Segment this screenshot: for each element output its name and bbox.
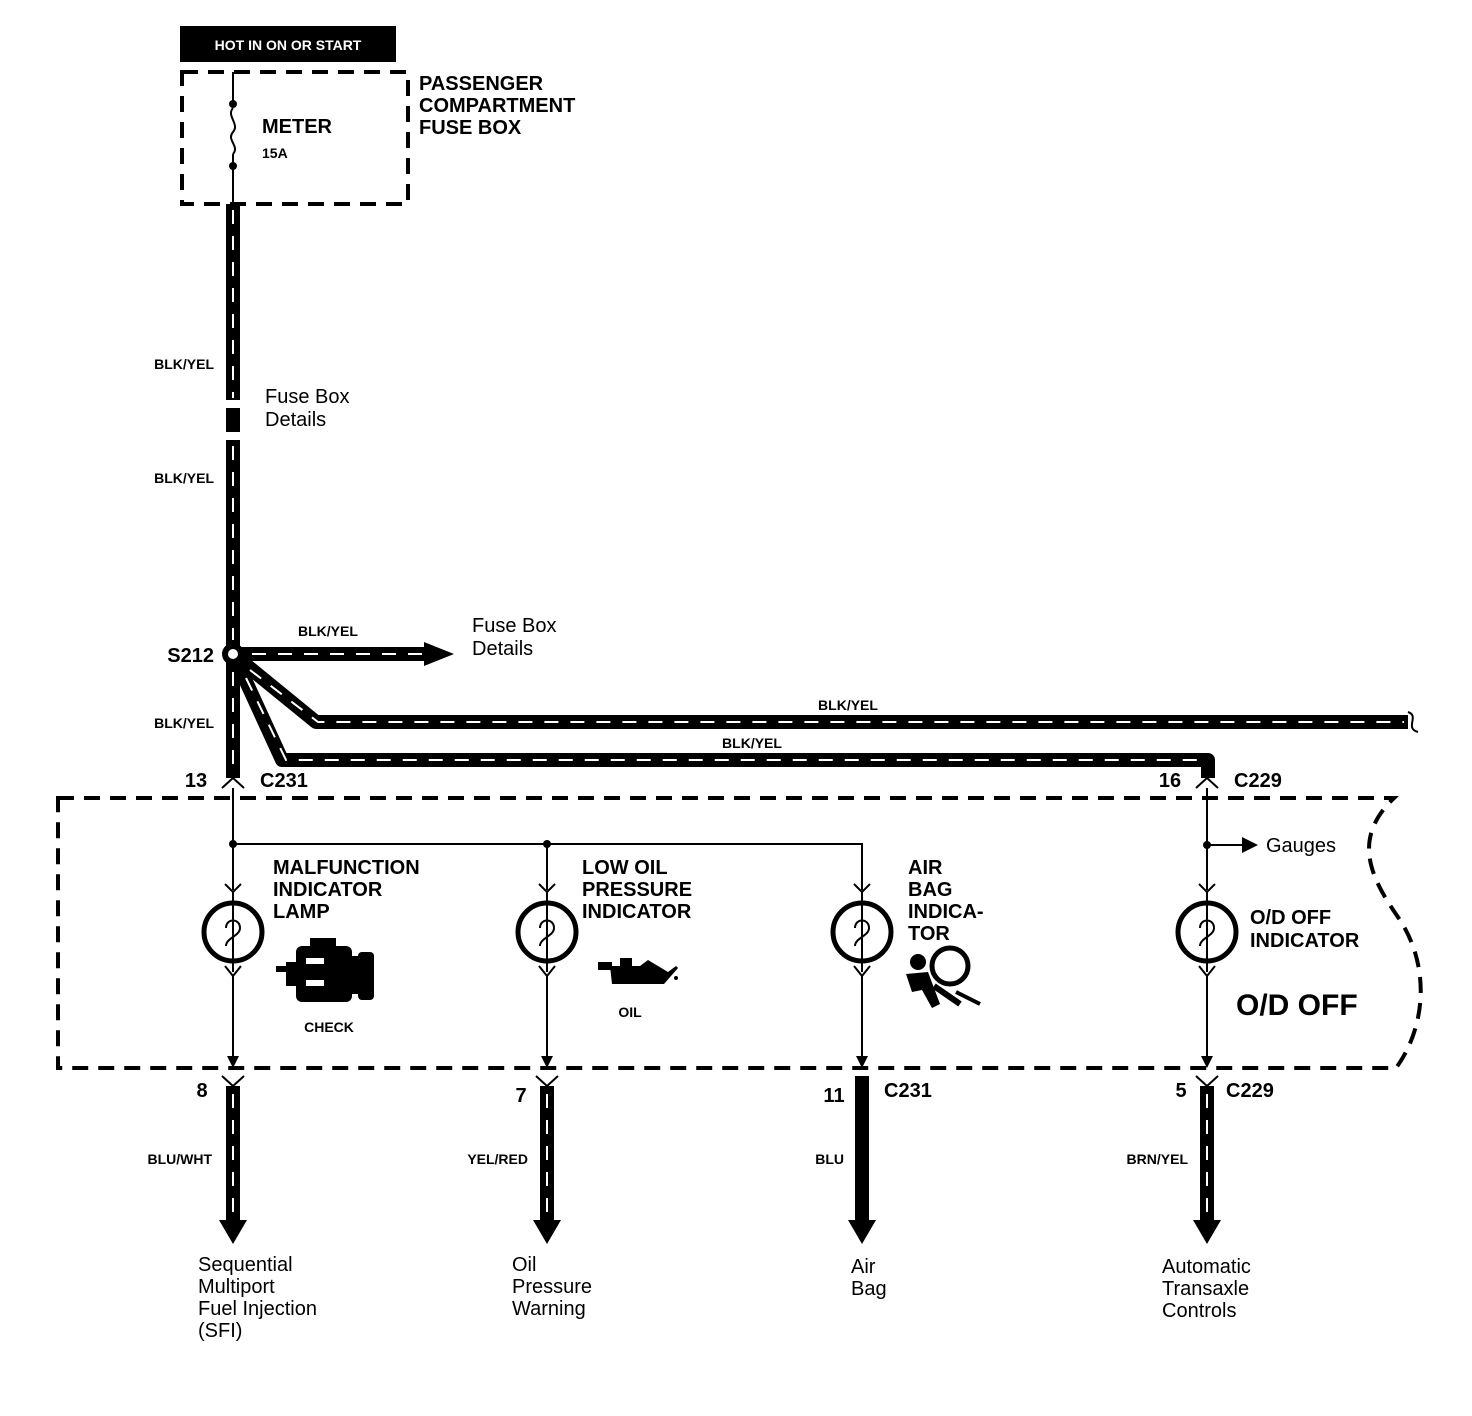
engine-icon xyxy=(276,938,374,1002)
airbag-label-1: AIR xyxy=(908,857,943,879)
bulb-icon xyxy=(515,883,579,1068)
connector-pin-7: 7 xyxy=(515,1085,526,1107)
airbag-label-4: TOR xyxy=(908,923,950,945)
airbag-label-3: INDICA- xyxy=(908,901,984,923)
connector-pin-5: 5 xyxy=(1175,1080,1186,1102)
od-label-1: O/D OFF xyxy=(1250,907,1331,929)
fuse-box-details-2: Details xyxy=(265,409,326,431)
dest-sfi-2: Multiport xyxy=(198,1276,275,1298)
dest-sfi-1: Sequential xyxy=(198,1254,293,1276)
oil-label-2: PRESSURE xyxy=(582,879,692,901)
connector-pin-11: 11 xyxy=(823,1085,844,1107)
fuse-icon xyxy=(229,72,237,204)
od-label-2: INDICATOR xyxy=(1250,930,1360,952)
oil-icon-label: OIL xyxy=(618,1004,642,1020)
fuse-box-title-1: PASSENGER xyxy=(419,73,544,95)
connector-c229-bottom: C229 xyxy=(1226,1080,1274,1102)
fuse-box-outline xyxy=(180,70,410,206)
dest-oil-2: Pressure xyxy=(512,1276,592,1298)
gauges-label: Gauges xyxy=(1266,835,1336,857)
wire-label-branch: BLK/YEL xyxy=(298,623,358,639)
fuse-rating: 15A xyxy=(262,145,288,161)
connector-pin-13: 13 xyxy=(185,770,207,792)
dest-sfi-3: Fuel Injection xyxy=(198,1298,317,1320)
mil-label-3: LAMP xyxy=(273,901,330,923)
dest-atc-2: Transaxle xyxy=(1162,1278,1249,1300)
dest-sfi-4: (SFI) xyxy=(198,1320,242,1342)
fuse-box-title-2: COMPARTMENT xyxy=(419,95,575,117)
wire-label-main-lower: BLK/YEL xyxy=(154,715,214,731)
airbag-person-icon xyxy=(906,945,981,1008)
connector-c231-top: C231 xyxy=(260,770,308,792)
oil-label-3: INDICATOR xyxy=(582,901,692,923)
wire-label-long-lower: BLK/YEL xyxy=(722,735,782,751)
fuse-box-details-b2: Details xyxy=(472,638,533,660)
wire-label-long-upper: BLK/YEL xyxy=(818,697,878,713)
gauges-arrow xyxy=(1242,837,1258,853)
connector-c229-top: C229 xyxy=(1234,770,1282,792)
internal-bus xyxy=(233,843,863,890)
header-label: HOT IN ON OR START xyxy=(215,37,362,53)
connector-pin-16: 16 xyxy=(1159,770,1181,792)
od-off-icon-label: O/D OFF xyxy=(1236,989,1358,1022)
fuse-box-details-b1: Fuse Box xyxy=(472,615,556,637)
dest-atc-1: Automatic xyxy=(1162,1256,1251,1278)
dest-airbag-1: Air xyxy=(851,1256,876,1278)
fuse-box-details-1: Fuse Box xyxy=(265,386,349,408)
fuse-name: METER xyxy=(262,116,333,138)
splice-label: S212 xyxy=(167,645,214,667)
wire-label-out-od: BRN/YEL xyxy=(1127,1151,1189,1167)
branch-arrow xyxy=(424,642,454,666)
mil-icon-label: CHECK xyxy=(304,1019,354,1035)
wire-label-out-airbag: BLU xyxy=(815,1151,844,1167)
airbag-label-2: BAG xyxy=(908,879,952,901)
bulb-icon xyxy=(201,883,265,1068)
dest-oil-1: Oil xyxy=(512,1254,536,1276)
wire-label-main-middle: BLK/YEL xyxy=(154,470,214,486)
header-bar xyxy=(180,26,396,62)
wire-label-out-mil: BLU/WHT xyxy=(147,1151,212,1167)
mil-label-2: INDICATOR xyxy=(273,879,383,901)
dest-airbag-2: Bag xyxy=(851,1278,887,1300)
dest-atc-3: Controls xyxy=(1162,1300,1236,1322)
mil-label-1: MALFUNCTION xyxy=(273,857,420,879)
bulb-icon xyxy=(830,883,894,1068)
wire-label-out-oil: YEL/RED xyxy=(467,1151,528,1167)
oil-label-1: LOW OIL xyxy=(582,857,668,879)
bulb-icon xyxy=(1175,883,1239,1068)
connector-c231-bottom: C231 xyxy=(884,1080,932,1102)
oil-can-icon xyxy=(598,958,678,984)
dest-oil-3: Warning xyxy=(512,1298,586,1320)
wire-label-main-upper: BLK/YEL xyxy=(154,356,214,372)
fuse-box-title-3: FUSE BOX xyxy=(419,117,522,139)
connector-pin-8: 8 xyxy=(196,1080,207,1102)
